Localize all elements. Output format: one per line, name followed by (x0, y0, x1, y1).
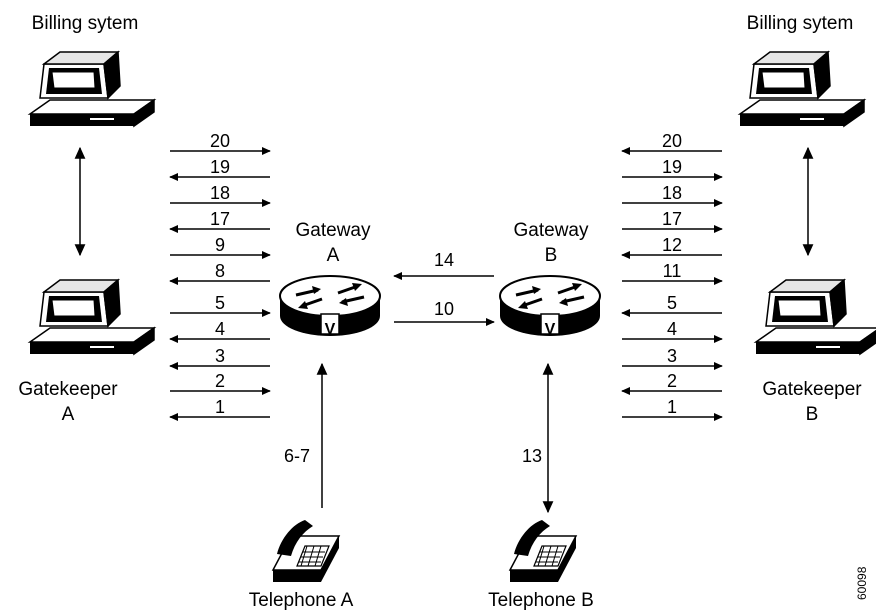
gateway-b-voice-badge: V (545, 321, 556, 338)
gateway-link-a-to-b-number: 10 (434, 299, 454, 319)
gateway-b-label: Gateway (514, 220, 589, 241)
gatekeeper-b-step-number-11: 11 (663, 261, 682, 281)
telephone-a-label: Telephone A (249, 590, 354, 611)
gatekeeper-b-message-steps: 20 19 18 17 12 11 5 4 3 2 1 (621, 131, 723, 422)
figure-id-label: 60098 (855, 566, 869, 600)
telephone-b-label: Telephone B (488, 590, 594, 611)
gateway-a-sublabel: A (327, 245, 340, 266)
gatekeeper-b-step-number-4: 4 (667, 319, 677, 339)
gatekeeper-b-step-number-2: 2 (667, 371, 677, 391)
gatekeeper-b-step-number-18: 18 (662, 183, 682, 203)
gatekeeper-a-message-steps: 20 19 18 17 9 8 5 4 3 2 1 (169, 131, 271, 422)
gatekeeper-a-step-number-2: 2 (215, 371, 225, 391)
gatekeeper-a-step-number-5: 5 (215, 293, 225, 313)
gatekeeper-a-sublabel: A (62, 404, 75, 425)
gatekeeper-b-step-number-12: 12 (662, 235, 682, 255)
gatekeeper-b-step-number-20: 20 (662, 131, 682, 151)
gatekeeper-a-step-number-20: 20 (210, 131, 230, 151)
gatekeeper-a-step-number-9: 9 (215, 235, 225, 255)
telephone-b-link-number: 13 (522, 446, 542, 466)
gatekeeper-b-label: Gatekeeper (762, 379, 862, 400)
gatekeeper-a-step-number-3: 3 (215, 346, 225, 366)
gatekeeper-b-step-number-17: 17 (662, 209, 682, 229)
gatekeeper-a-step-number-1: 1 (215, 397, 225, 417)
gatekeeper-b-step-number-19: 19 (662, 157, 682, 177)
gateway-a-voice-badge: V (325, 321, 336, 338)
gatekeeper-b-sublabel: B (806, 404, 819, 425)
gateway-link-b-to-a-number: 14 (434, 250, 454, 270)
billing-system-right-computer-icon (739, 51, 865, 127)
gatekeeper-b-step-number-5: 5 (667, 293, 677, 313)
billing-system-right-label: Billing sytem (747, 13, 854, 34)
gatekeeper-a-step-number-19: 19 (210, 157, 230, 177)
gatekeeper-b-step-number-3: 3 (667, 346, 677, 366)
telephone-a-icon (272, 519, 340, 583)
gatekeeper-a-step-number-8: 8 (215, 261, 225, 281)
gatekeeper-b-computer-icon (755, 279, 876, 355)
gatekeeper-a-step-number-18: 18 (210, 183, 230, 203)
telephone-b-icon (509, 519, 577, 583)
gateway-b-sublabel: B (545, 245, 558, 266)
gatekeeper-a-step-number-4: 4 (215, 319, 225, 339)
gatekeeper-a-step-number-17: 17 (210, 209, 230, 229)
gateway-a-label: Gateway (296, 220, 371, 241)
billing-system-left-computer-icon (29, 51, 155, 127)
gatekeeper-b-step-number-1: 1 (667, 397, 677, 417)
gatekeeper-a-label: Gatekeeper (18, 379, 118, 400)
telephone-a-link-number: 6-7 (284, 446, 310, 466)
gatekeeper-a-computer-icon (29, 279, 155, 355)
billing-system-left-label: Billing sytem (32, 13, 139, 34)
